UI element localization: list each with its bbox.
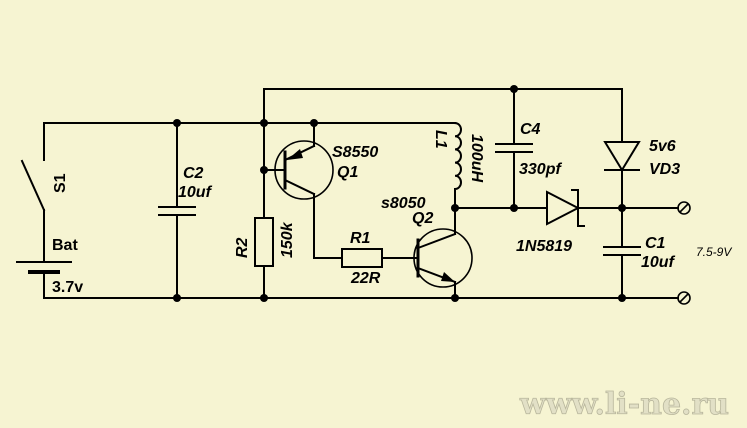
- junction-dot: [510, 204, 518, 212]
- r1-label: R1: [350, 230, 371, 247]
- capacitor-c2: C2 10uf: [158, 165, 213, 216]
- capacitor-c4: C4 330pf: [495, 121, 562, 178]
- junction-dot: [260, 294, 268, 302]
- s1-label: S1: [52, 173, 69, 193]
- l1-value: 100uH: [468, 134, 485, 182]
- junction-dot: [510, 85, 518, 93]
- battery: Bat 3.7v: [16, 237, 83, 296]
- q1-part: S8550: [332, 144, 378, 161]
- r2-value: 150k: [279, 221, 296, 258]
- q2-part: s8050: [381, 195, 426, 212]
- junction-dot: [618, 294, 626, 302]
- watermark: www.li-ne.ru: [519, 387, 729, 422]
- c2-value: 10uf: [178, 184, 213, 201]
- switch-s1: S1: [20, 159, 69, 212]
- d1-part: 1N5819: [516, 238, 572, 255]
- vd3-label: VD3: [649, 161, 680, 178]
- c1-label: C1: [645, 235, 666, 252]
- junction-dot: [618, 204, 626, 212]
- r2-label: R2: [234, 237, 251, 258]
- l1-label: L1: [432, 130, 449, 149]
- c2-label: C2: [183, 165, 204, 182]
- battery-voltage: 3.7v: [52, 279, 83, 296]
- inductor-l1: L1 100uH: [432, 121, 485, 197]
- transistor-q1: S8550 Q1: [274, 140, 378, 200]
- junction-dot: [173, 294, 181, 302]
- junction-dots: [173, 85, 626, 302]
- r1-value: 22R: [350, 270, 381, 287]
- c4-value: 330pf: [519, 161, 562, 178]
- q2-label: Q2: [412, 210, 433, 227]
- capacitor-c1: C1 10uf: [603, 235, 676, 271]
- output-terminal-negative: [677, 291, 691, 305]
- resistor-r2: R2 150k: [234, 217, 296, 267]
- output-terminals: 7.5-9V: [677, 201, 732, 305]
- junction-dot: [260, 119, 268, 127]
- junction-dot: [451, 294, 459, 302]
- vd3-value: 5v6: [649, 138, 676, 155]
- diode-1n5819: 1N5819: [516, 189, 585, 255]
- junction-dot: [260, 166, 268, 174]
- q1-label: Q1: [337, 164, 358, 181]
- junction-dot: [451, 204, 459, 212]
- c4-label: C4: [520, 121, 541, 138]
- output-terminal-positive: [677, 201, 691, 215]
- resistor-r1: R1 22R: [341, 230, 383, 287]
- zener-vd3: 5v6 VD3: [603, 138, 680, 178]
- transistor-q2: s8050 Q2: [381, 195, 473, 288]
- output-voltage-label: 7.5-9V: [696, 245, 732, 259]
- junction-dot: [310, 119, 318, 127]
- c1-value: 10uf: [641, 254, 676, 271]
- wire-q1-collector: [313, 193, 343, 259]
- junction-dot: [173, 119, 181, 127]
- battery-label: Bat: [52, 237, 78, 254]
